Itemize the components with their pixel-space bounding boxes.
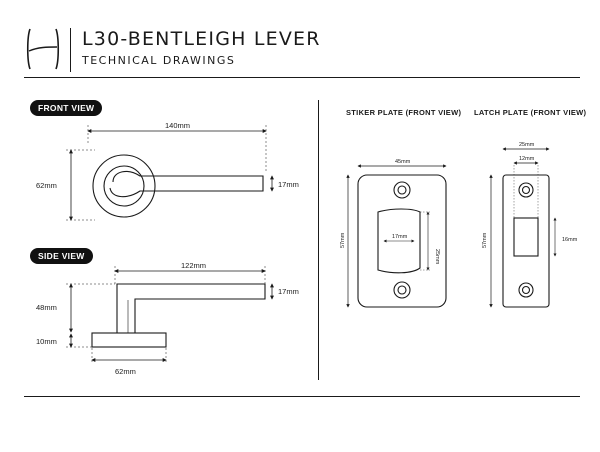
striker-inner-width-dim: 17mm	[392, 234, 408, 240]
header-divider	[70, 28, 71, 72]
front-width-dim: 140mm	[165, 121, 190, 130]
latch-height-dim: 57mm	[482, 232, 488, 248]
side-view-drawing	[66, 266, 274, 364]
front-view-drawing	[66, 125, 274, 221]
latch-inner-height-dim: 16mm	[562, 237, 578, 243]
page-subtitle: TECHNICAL DRAWINGS	[82, 54, 236, 67]
striker-width-dim: 45mm	[395, 159, 411, 165]
side-view-label: SIDE VIEW	[30, 248, 93, 264]
striker-plate-drawing	[346, 164, 447, 308]
side-lever-dim: 17mm	[278, 287, 299, 296]
side-base-dim: 62mm	[115, 367, 136, 376]
striker-plate-heading: STIKER PLATE (FRONT VIEW)	[346, 108, 462, 117]
striker-inner-height-dim: 25mm	[434, 249, 440, 265]
brand-logo-icon	[26, 28, 60, 70]
striker-height-dim: 57mm	[340, 232, 346, 248]
latch-plate-drawing	[489, 147, 557, 308]
side-height-dim: 48mm	[36, 303, 57, 312]
front-view-label: FRONT VIEW	[30, 100, 103, 116]
side-length-dim: 122mm	[181, 261, 206, 270]
latch-width-dim: 25mm	[519, 142, 535, 148]
side-rose-dim: 10mm	[36, 337, 57, 346]
page-title: L30-BENTLEIGH LEVER	[82, 28, 321, 50]
latch-inner-width-dim: 12mm	[519, 156, 535, 162]
footer-rule	[24, 396, 580, 397]
front-height-dim: 62mm	[36, 181, 57, 190]
latch-plate-heading: LATCH PLATE (FRONT VIEW)	[474, 108, 587, 117]
section-divider	[318, 100, 319, 380]
front-lever-dim: 17mm	[278, 180, 299, 189]
header-rule	[24, 77, 580, 78]
